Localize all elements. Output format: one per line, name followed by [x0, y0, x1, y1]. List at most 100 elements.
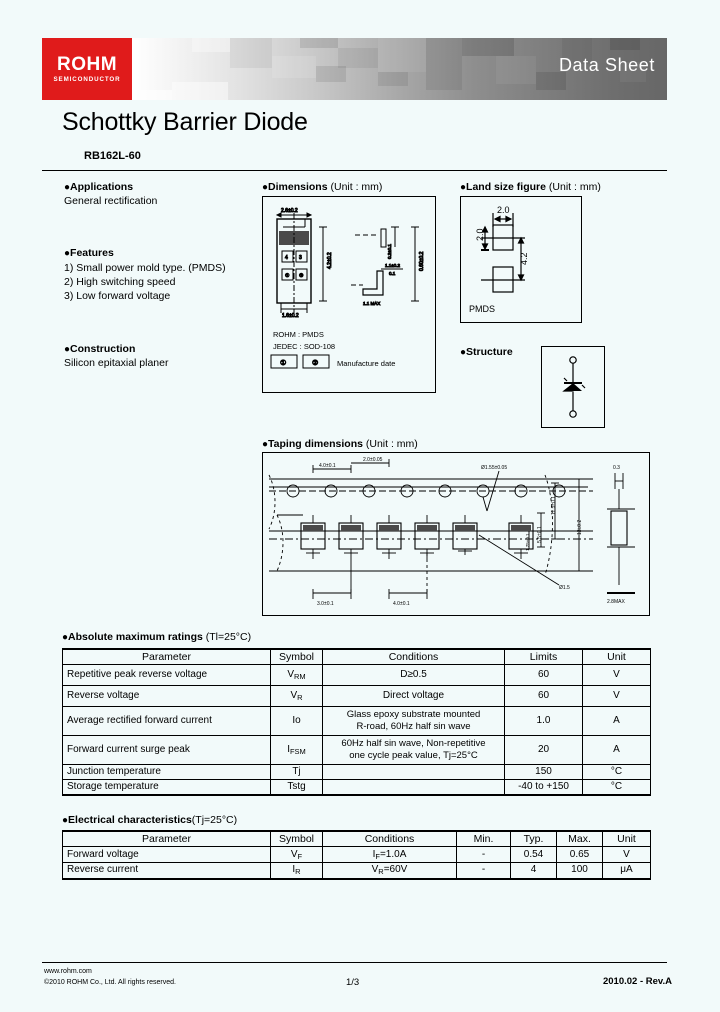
col-symbol: Symbol: [270, 830, 323, 847]
banner-title: Data Sheet: [558, 55, 655, 75]
cell-parameter: Reverse voltage: [62, 685, 271, 707]
svg-text:11.5±0.1: 11.5±0.1: [551, 496, 557, 515]
cell-limits: 60: [504, 685, 583, 707]
cell-conditions: [322, 779, 505, 796]
cell-unit: V: [602, 846, 651, 863]
abs-max-heading: ●Absolute maximum ratings (Tl=25°C): [62, 631, 252, 643]
col-conditions: Conditions: [322, 648, 505, 665]
cell-symbol: VRM: [270, 664, 323, 686]
cell-parameter: Forward current surge peak: [62, 735, 271, 765]
svg-text:1.75±0.1: 1.75±0.1: [525, 533, 530, 551]
page-title: Schottky Barrier Diode: [62, 108, 308, 136]
applications-heading: ●Applications: [64, 181, 134, 193]
elec-char-table: Parameter Symbol Conditions Min. Typ. Ma…: [62, 830, 651, 880]
footer-left: www.rohm.com ©2010 ROHM Co., Ltd. All ri…: [44, 966, 176, 988]
svg-text:3: 3: [299, 255, 302, 261]
taping-heading: ●Taping dimensions (Unit : mm): [262, 438, 418, 450]
bullet-icon: ●: [262, 182, 269, 193]
logo-wordmark: ROHM: [56, 53, 118, 75]
table-row: Storage temperature Tstg -40 to +150 °C: [62, 779, 651, 796]
table-row: Reverse voltage VR Direct voltage 60 V: [62, 685, 651, 707]
bullet-icon: ●: [64, 344, 71, 355]
dimensions-heading: ●Dimensions (Unit : mm): [262, 181, 383, 193]
copyright-text: ©2010 ROHM Co., Ltd. All rights reserved…: [44, 979, 176, 986]
svg-text:②: ②: [299, 273, 304, 279]
abs-max-table-wrap: Parameter Symbol Conditions Limits Unit …: [62, 648, 651, 796]
rohm-logo: ROHM SEMICONDUCTOR: [42, 38, 132, 100]
website-link[interactable]: www.rohm.com: [44, 968, 92, 975]
bullet-icon: ●: [62, 632, 69, 643]
svg-text:Manufacture date: Manufacture date: [337, 359, 395, 368]
bullet-icon: ●: [460, 347, 467, 358]
revision-text: 2010.02 - Rev.A: [602, 976, 672, 987]
cell-limits: 1.0: [504, 706, 583, 736]
cell-min: -: [456, 862, 511, 880]
cell-symbol: IFSM: [270, 735, 323, 765]
bullet-icon: ●: [262, 439, 269, 450]
svg-text:3.0±0.1: 3.0±0.1: [317, 601, 334, 607]
cell-min: -: [456, 846, 511, 863]
col-unit: Unit: [582, 648, 651, 665]
col-unit: Unit: [602, 830, 651, 847]
part-number: RB162L-60: [84, 150, 141, 162]
svg-text:①: ①: [285, 273, 290, 279]
cell-parameter: Junction temperature: [62, 764, 271, 780]
cell-symbol: Io: [270, 706, 323, 736]
cell-unit: A: [582, 735, 651, 765]
applications-text: General rectification: [64, 195, 158, 207]
col-max: Max.: [556, 830, 603, 847]
svg-text:1.6±0.2: 1.6±0.2: [282, 313, 299, 319]
feature-item: 3) Low forward voltage: [64, 290, 171, 302]
land-size-heading: ●Land size figure (Unit : mm): [460, 181, 601, 193]
dimensions-figure: 2.6±0.2 4 3 ① ② 1.6±0.2: [262, 196, 436, 393]
svg-text:0.2±0.1: 0.2±0.1: [387, 244, 392, 259]
cell-unit: V: [582, 685, 651, 707]
col-typ: Typ.: [510, 830, 557, 847]
cell-parameter: Storage temperature: [62, 779, 271, 796]
svg-text:PMDS: PMDS: [469, 304, 495, 314]
land-size-figure: 2.0 2.0 4.2 PMDS: [460, 196, 582, 323]
table-row: Repetitive peak reverse voltage VRM D≥0.…: [62, 664, 651, 686]
svg-text:2.0: 2.0: [475, 228, 485, 241]
svg-text:0.1: 0.1: [389, 271, 396, 276]
svg-text:1.1 MAX: 1.1 MAX: [363, 301, 380, 306]
cell-limits: -40 to +150: [504, 779, 583, 796]
cell-symbol: VF: [270, 846, 323, 863]
svg-text:ROHM : PMDS: ROHM : PMDS: [273, 330, 324, 339]
cell-limits: 60: [504, 664, 583, 686]
construction-text: Silicon epitaxial planer: [64, 357, 169, 369]
feature-item: 2) High switching speed: [64, 276, 176, 288]
svg-text:Ø1.5: Ø1.5: [559, 585, 570, 591]
bullet-icon: ●: [64, 248, 71, 259]
table-row: Average rectified forward current Io Gla…: [62, 706, 651, 736]
cell-unit: μA: [602, 862, 651, 880]
cell-conditions: 60Hz half sin wave, Non-repetitive one c…: [322, 735, 505, 765]
table-header-row: Parameter Symbol Conditions Min. Typ. Ma…: [62, 830, 651, 847]
svg-text:4.0±0.1: 4.0±0.1: [393, 601, 410, 607]
col-symbol: Symbol: [270, 648, 323, 665]
col-parameter: Parameter: [62, 648, 271, 665]
svg-text:1.1±0.2: 1.1±0.2: [385, 263, 400, 268]
cell-parameter: Forward voltage: [62, 846, 271, 863]
table-row: Forward voltage VF IF=1.0A - 0.54 0.65 V: [62, 846, 651, 863]
bullet-icon: ●: [62, 815, 69, 826]
cell-max: 100: [556, 862, 603, 880]
col-conditions: Conditions: [322, 830, 457, 847]
cell-conditions: Direct voltage: [322, 685, 505, 707]
cell-symbol: VR: [270, 685, 323, 707]
table-row: Reverse current IR VR=60V - 4 100 μA: [62, 862, 651, 880]
svg-text:Ø1.55±0.05: Ø1.55±0.05: [481, 465, 507, 471]
cell-symbol: Tstg: [270, 779, 323, 796]
svg-text:0.60±0.2: 0.60±0.2: [419, 251, 425, 271]
construction-heading: ●Construction: [64, 343, 136, 355]
cell-limits: 20: [504, 735, 583, 765]
cell-unit: °C: [582, 764, 651, 780]
cell-limits: 150: [504, 764, 583, 780]
table-header-row: Parameter Symbol Conditions Limits Unit: [62, 648, 651, 665]
table-row: Forward current surge peak IFSM 60Hz hal…: [62, 735, 651, 765]
svg-text:5.5±0.1: 5.5±0.1: [537, 526, 543, 543]
abs-max-table: Parameter Symbol Conditions Limits Unit …: [62, 648, 651, 796]
elec-char-heading: ●Electrical characteristics(Tj=25°C): [62, 814, 238, 826]
svg-text:JEDEC : SOD-108: JEDEC : SOD-108: [273, 342, 335, 351]
